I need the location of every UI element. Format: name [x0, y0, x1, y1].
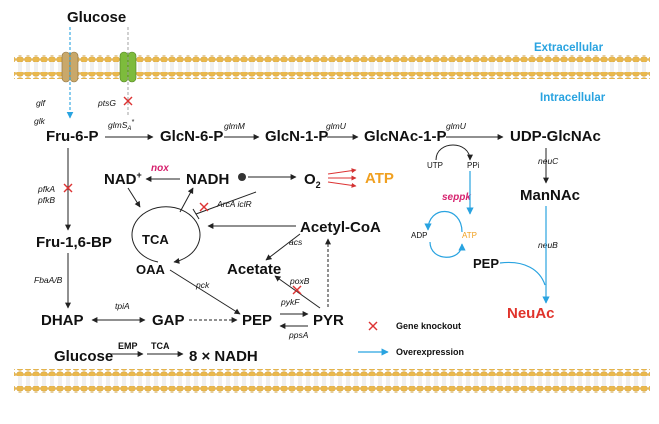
nadh-node: NADH [186, 171, 229, 188]
inhibition-bar [192, 208, 200, 220]
dhap-node: DHAP [41, 312, 84, 329]
adp-label: ADP [411, 231, 427, 240]
glcn6p-node: GlcN-6-P [160, 128, 223, 145]
extracellular-label: Extracellular [534, 42, 604, 54]
neuac-node: NeuAc [507, 305, 555, 322]
acetylcoa-node: Acetyl-CoA [300, 219, 381, 236]
glf-transporter [61, 51, 79, 83]
tca-cycle-arc [131, 206, 201, 264]
electron-transport-dot [238, 173, 246, 181]
gene-poxb: poxB [289, 276, 310, 286]
gene-neub: neuB [538, 240, 558, 250]
gene-neuc: neuC [538, 156, 559, 166]
pyr-node: PYR [313, 312, 344, 329]
gene-glms: glmSA* [108, 119, 134, 132]
tca-label: TCA [142, 232, 169, 247]
atp-node: ATP [365, 170, 394, 187]
top-membrane [14, 55, 650, 79]
intracellular-label: Intracellular [540, 92, 606, 104]
adp-atp-cycle-top [424, 210, 463, 233]
ptsg-transporter [119, 51, 137, 83]
glucose-bottom-node: Glucose [54, 348, 113, 365]
gene-pfka: pfkA [37, 184, 55, 194]
gene-ppsa: ppsA [288, 330, 309, 340]
legend-overexpression-label: Overexpression [396, 347, 464, 357]
tca-bottom-label: TCA [151, 341, 170, 351]
knockout-poxb [292, 285, 302, 295]
gene-glmu-1: glmU [326, 121, 347, 131]
legend: Gene knockout Overexpression [358, 321, 464, 357]
arrow-tca-nadh [179, 187, 194, 213]
nad-node: NAD+ [104, 170, 142, 188]
gene-glk: glk [34, 116, 46, 126]
emp-label: EMP [118, 341, 138, 351]
fru6p-node: Fru-6-P [46, 128, 99, 145]
acetate-node: Acetate [227, 261, 281, 278]
gene-fbaa: FbaA/B [34, 275, 63, 285]
atp-cycle-label: ATP [462, 231, 477, 240]
gene-glmm: glmM [224, 121, 246, 131]
fru16bp-node: Fru-1,6-BP [36, 234, 112, 251]
udpglcnac-node: UDP-GlcNAc [510, 128, 601, 145]
gene-acs: acs [289, 237, 303, 247]
utp-ppi-arc [435, 144, 473, 161]
arrow-oaa-pep [169, 269, 241, 315]
gene-glmu-2: glmU [446, 121, 467, 131]
gene-ptsg: ptsG [97, 98, 116, 108]
knockout-ptsg [123, 96, 133, 106]
pep-right-node: PEP [473, 256, 499, 271]
arrow-nad-tca [127, 187, 141, 208]
gene-tpia: tpiA [115, 301, 130, 311]
knockout-arca [199, 202, 209, 212]
atp-red-arrow-3 [327, 181, 357, 188]
legend-knockout-icon [368, 321, 378, 331]
gene-pykf: pykF [280, 297, 300, 307]
gene-nox: nox [151, 163, 169, 174]
gap-node: GAP [152, 312, 185, 329]
gene-glf: glf [36, 98, 47, 108]
oxygen-node: O2 [304, 171, 321, 190]
knockout-pfka [63, 183, 73, 193]
glcnac1p-node: GlcNAc-1-P [364, 128, 447, 145]
utp-label: UTP [427, 161, 443, 170]
ppi-label: PPi [467, 161, 480, 170]
pep-neub-curve [499, 261, 546, 286]
oaa-node: OAA [136, 262, 166, 277]
gene-pck: pck [195, 280, 210, 290]
mannac-node: ManNAc [520, 187, 580, 204]
arrow-pyr-acetate [274, 275, 321, 309]
arrow-acetylcoa-acetate [265, 233, 301, 261]
legend-knockout-label: Gene knockout [396, 321, 461, 331]
bottom-membrane [14, 369, 650, 393]
glcn1p-node: GlcN-1-P [265, 128, 328, 145]
adp-atp-cycle-bottom [429, 241, 466, 258]
gene-seppk: seppk [442, 192, 471, 203]
arca-iclr-inhibition [195, 191, 257, 215]
atp-red-arrow-1 [327, 168, 357, 175]
pep-node: PEP [242, 312, 272, 329]
gene-pfkb: pfkB [37, 195, 55, 205]
gene-arca-iclr: ArcA iclR [216, 199, 252, 209]
glucose-extracellular: Glucose [67, 9, 126, 26]
nadh-yield-node: 8 × NADH [189, 348, 258, 365]
